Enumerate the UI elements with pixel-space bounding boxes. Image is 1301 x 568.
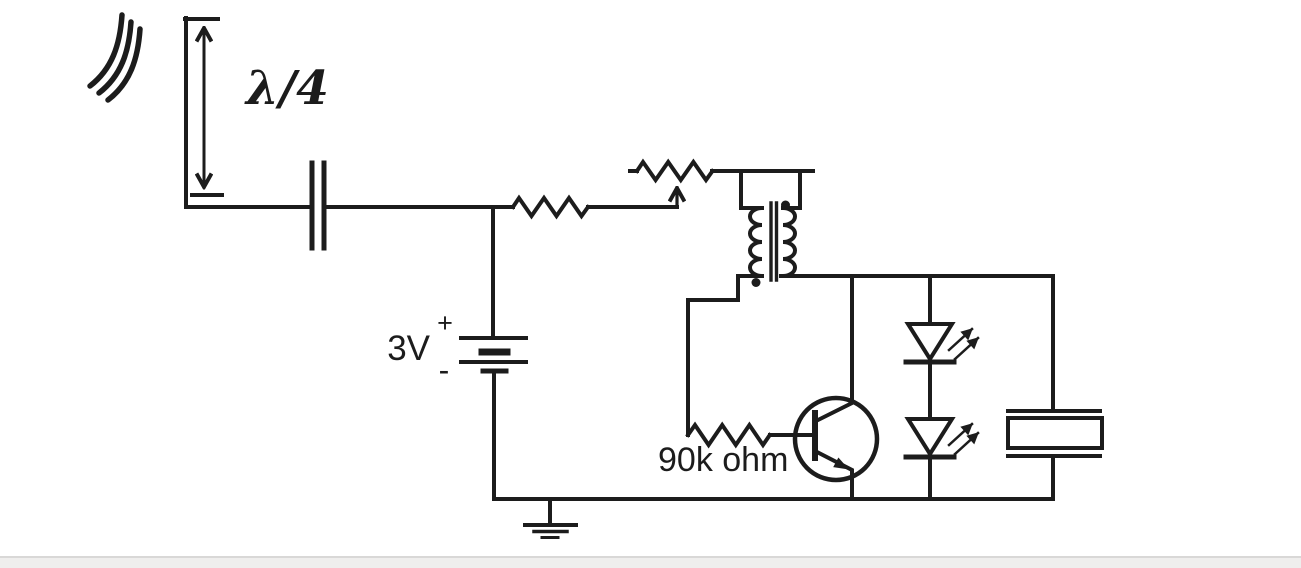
npn-transistor-icon [792,274,880,501]
crystal-icon [1006,274,1104,501]
radio-waves-icon [87,12,143,103]
potentiometer-icon [628,158,716,209]
emitter-arrowhead [833,457,849,470]
wire-transformer-to-base-resistor [686,274,764,437]
base-resistor-icon [685,421,773,449]
phasing-dot-primary [751,278,761,287]
collector-lead [813,274,854,424]
ground-icon [523,497,578,539]
led-icon [903,417,980,460]
transformer-icon [748,200,797,287]
battery-voltage-label: 3V [387,329,430,368]
resistor-icon [510,194,591,220]
battery-minus-label: - [439,352,450,388]
base-resistor-label: 90k ohm [658,441,788,479]
antenna-length-label: λ/4 [244,61,329,116]
page-footer-band [0,556,1301,568]
emission-arrow [953,336,980,361]
battery-plus-label: + [437,308,453,338]
emission-arrow [947,327,974,352]
phasing-dot-secondary [781,200,790,210]
emitter-lead [814,449,854,501]
emission-arrow [953,431,980,456]
antenna-icon [183,16,313,209]
led-icon [903,322,980,365]
battery-icon [459,205,528,501]
led-branch [903,274,980,501]
wire-pot-to-transformer [710,169,815,210]
capacitor-icon [309,160,327,251]
emission-arrow [947,422,974,447]
